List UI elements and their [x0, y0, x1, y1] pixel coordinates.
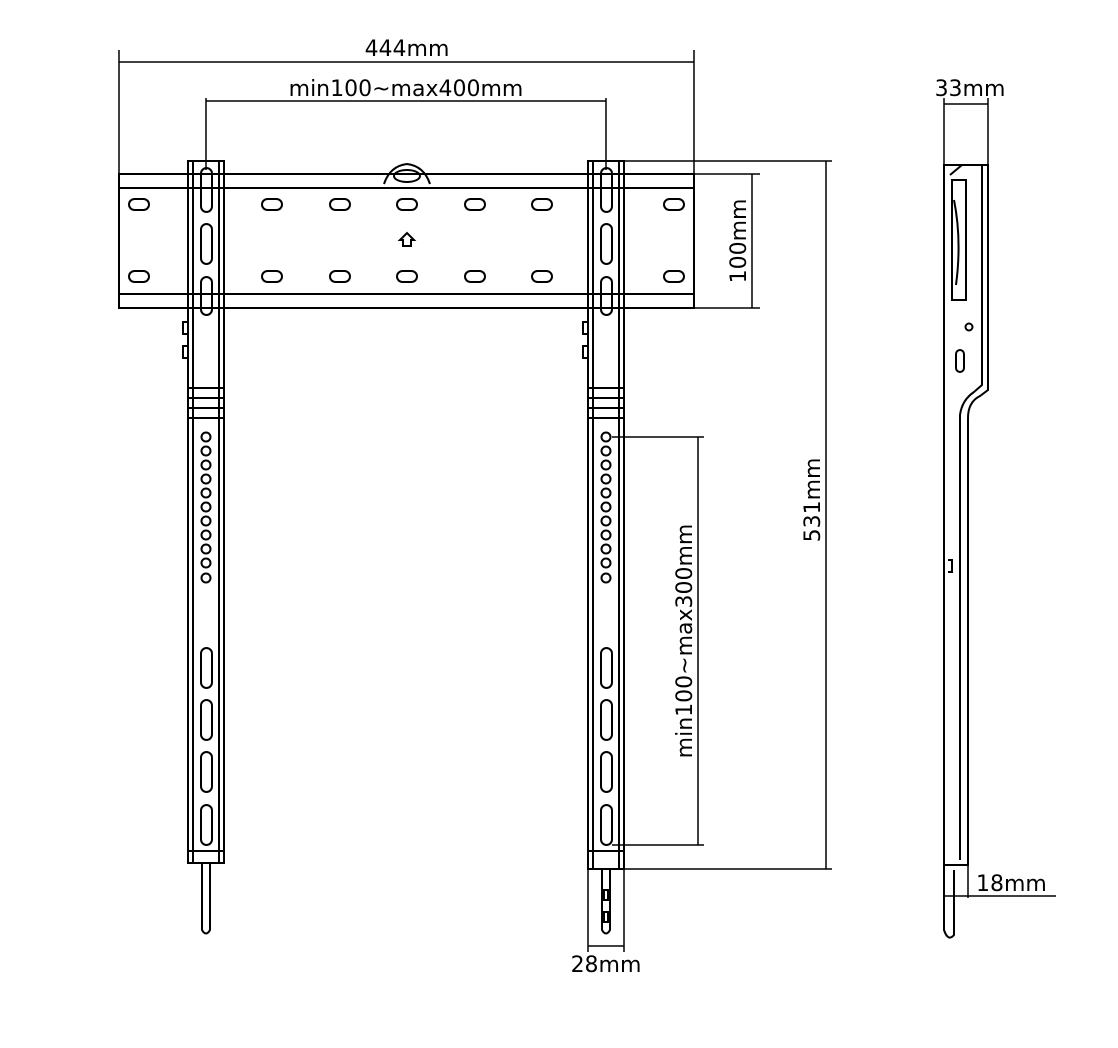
- right-arm-holes: [600, 431, 612, 584]
- horizontal-rail: [118, 162, 695, 309]
- right-arm: [582, 160, 625, 935]
- rail-slots-top: [128, 198, 685, 211]
- left-arm: [182, 160, 225, 935]
- left-arm-holes: [200, 431, 212, 584]
- label-vesa-vertical: min100~max300mm: [673, 524, 698, 759]
- label-profile-depth: 33mm: [935, 77, 1006, 102]
- up-arrow-icon: [397, 231, 417, 247]
- dimension-lines: [118, 50, 1056, 952]
- label-arm-width: 28mm: [571, 953, 642, 978]
- rail-slots-bottom: [128, 270, 685, 283]
- label-vesa-horizontal: min100~max400mm: [289, 77, 524, 102]
- label-rail-height: 100mm: [727, 199, 752, 284]
- label-total-height: 531mm: [801, 458, 826, 543]
- side-profile: [943, 164, 989, 939]
- label-min-depth: 18mm: [976, 872, 1047, 897]
- label-total-width: 444mm: [365, 37, 450, 62]
